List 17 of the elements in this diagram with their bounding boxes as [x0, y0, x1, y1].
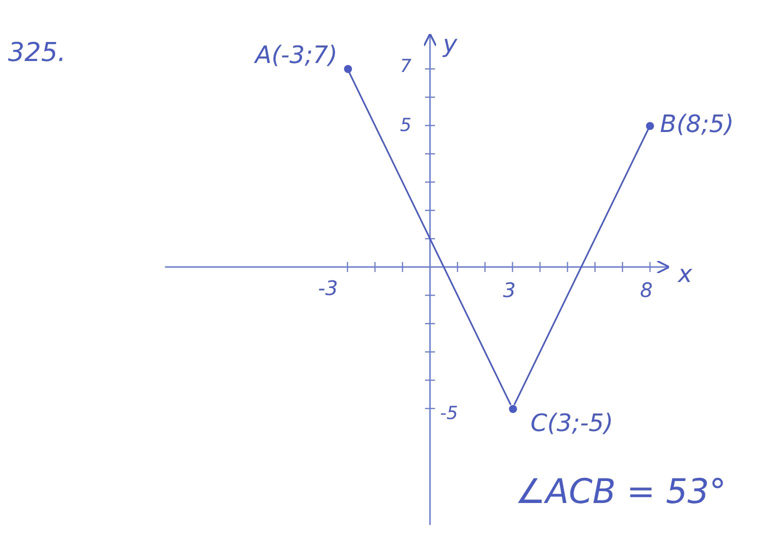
- tick-label: -5: [440, 405, 458, 423]
- tick-label: 8: [640, 280, 653, 300]
- tick-label: 5: [400, 117, 412, 135]
- problem-number: 325.: [8, 40, 66, 66]
- point-label: B(8;5): [660, 112, 734, 136]
- line-segment: [514, 128, 649, 406]
- point: [255, 42, 352, 73]
- point-label: C(3;-5): [530, 410, 614, 434]
- angle-measure: ∠ACB = 53°: [515, 475, 726, 509]
- point-label: A(-3;7): [255, 42, 338, 67]
- tick-label: 3: [503, 280, 516, 300]
- axis-label: y: [443, 32, 458, 56]
- point: [508, 404, 614, 434]
- tick-label: -3: [318, 278, 338, 298]
- axis-label: x: [678, 262, 692, 286]
- line-segment: [348, 72, 512, 406]
- tick-label: 7: [400, 58, 412, 76]
